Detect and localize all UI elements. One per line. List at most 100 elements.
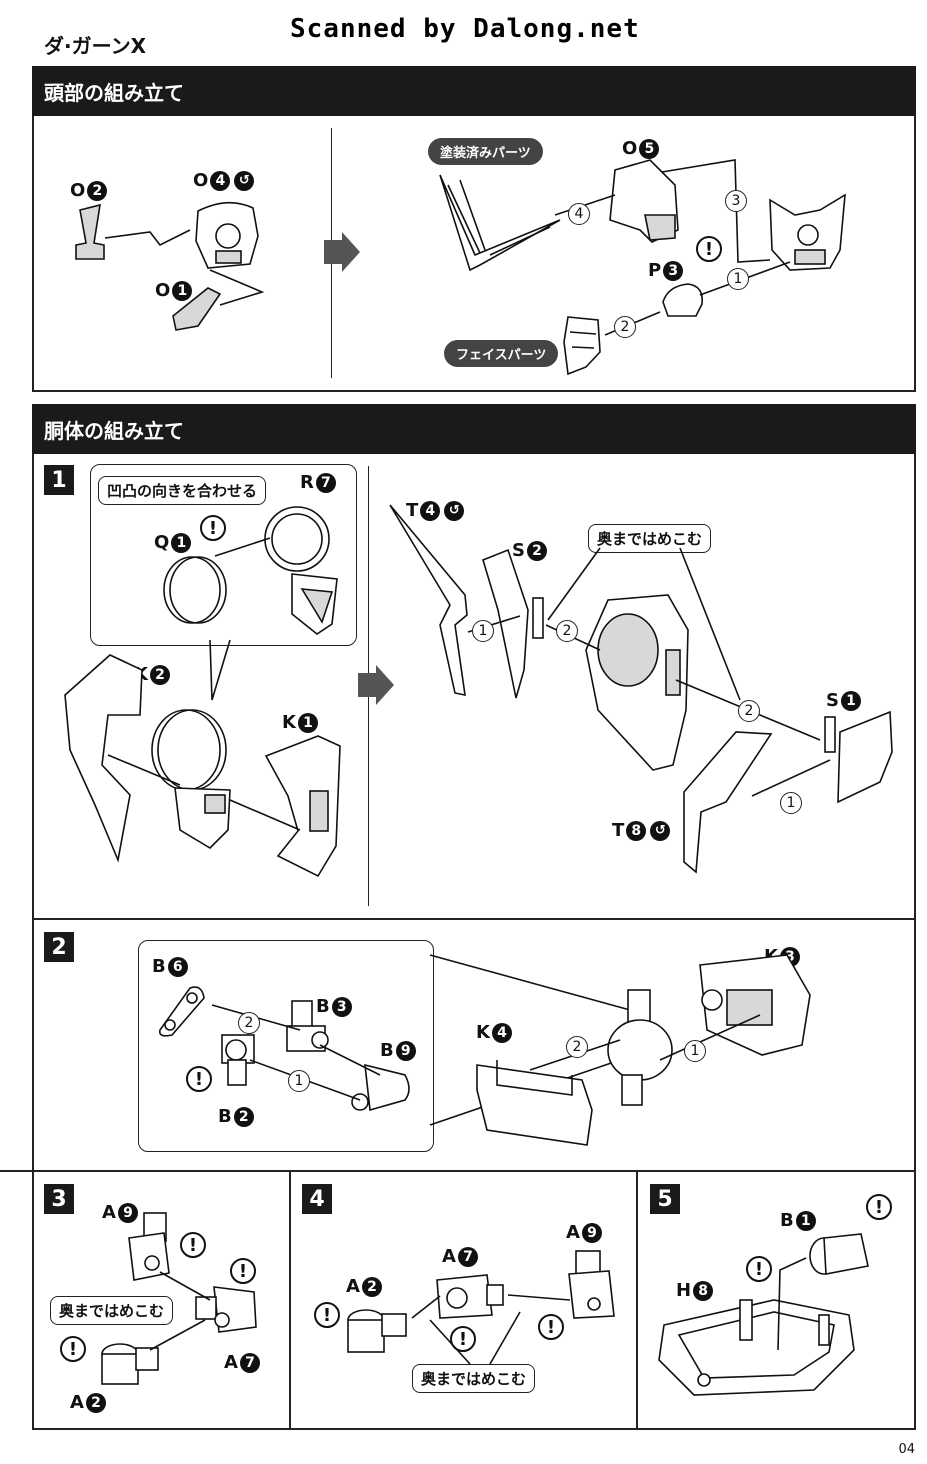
push-in-note: 奥まではめこむ [588,524,712,553]
step-marker-1: 1 [288,1070,310,1092]
step4-arrows [411,1294,571,1365]
step-marker-2: 2 [556,620,578,642]
model-name: ダ·ガーンX [44,34,147,58]
part-A9-drawing [568,1250,615,1319]
caution-icon: ! [696,236,722,262]
body-section-banner: 胴体の組み立て [32,404,916,454]
step-marker-2: 2 [566,1036,588,1058]
bottom-divider-4-5 [636,1170,638,1430]
row-divider-2 [0,1170,916,1172]
part-B3-drawing [286,1000,329,1052]
step-marker-2: 2 [738,700,760,722]
caution-icon: ! [450,1326,476,1352]
caution-icon: ! [230,1258,256,1284]
part-S1-drawing [824,710,893,804]
caution-icon: ! [186,1066,212,1092]
page-number: 04 [898,1442,915,1457]
step-5-badge: 5 [650,1184,680,1214]
part-O4-drawing [195,201,259,269]
step5-arrows [777,1257,807,1351]
step-marker-2: 2 [238,1012,260,1034]
part-T8-drawing [683,731,773,874]
painted-parts-label: 塗装済みパーツ [428,138,543,165]
caution-icon: ! [60,1336,86,1362]
step-marker-1: 1 [684,1040,706,1062]
part-B1-drawing [809,1233,869,1275]
part-K1-drawing [264,735,341,878]
step-1-badge: 1 [44,465,74,495]
step-2-badge: 2 [44,932,74,962]
callout-pointer [209,639,231,701]
head-assembled-drawing [769,193,846,271]
caution-icon: ! [200,515,226,541]
part-B2-drawing [221,1034,255,1086]
step-marker-1: 1 [727,268,749,290]
part-K4-drawing [476,1060,593,1146]
step-marker-2: 2 [614,316,636,338]
torso-assembled-drawing [585,594,689,771]
head-section-title: 頭部の組み立て [44,80,184,105]
part-A7-drawing [436,1274,504,1319]
step-marker-1: 1 [780,792,802,814]
part-O2-drawing [75,203,105,260]
paint-icon: ↺ [234,170,255,191]
step2-callout-box [138,940,434,1152]
step-marker-3: 3 [725,190,747,212]
part-R7-drawing [264,506,338,635]
next-arrow-icon [324,232,360,272]
part-B6-drawing [158,986,205,1037]
part-T4-drawing [389,504,468,697]
caution-icon: ! [866,1194,892,1220]
hip-joint-drawing [607,989,673,1106]
face-part-drawing [563,316,601,376]
part-H8-drawing [658,1299,855,1396]
part-O5-drawing [609,159,679,243]
caution-icon: ! [746,1256,772,1282]
next-arrow-icon [358,665,394,705]
part-A9-drawing [128,1212,170,1281]
paint-icon: ↺ [650,820,671,841]
part-K2-drawing [64,654,143,863]
orientation-note: 凹凸の向きを合わせる [98,476,267,505]
part-A2-drawing [101,1343,159,1385]
head-section-frame [32,66,916,392]
part-A2-drawing [347,1309,407,1353]
body-section-title: 胴体の組み立て [44,418,184,443]
part-S2-drawing [482,548,544,699]
step-marker-4: 4 [568,203,590,225]
paint-icon: ↺ [444,500,465,521]
step-3-badge: 3 [44,1184,74,1214]
face-parts-label: フェイスパーツ [444,340,559,367]
callout-box [90,464,357,646]
part-A7-drawing [195,1286,257,1333]
head-section-banner: 頭部の組み立て [32,66,916,116]
step1-left-arrows [107,537,301,831]
part-O1-drawing [172,287,222,331]
step-marker-1: 1 [472,620,494,642]
step-4-badge: 4 [302,1184,332,1214]
push-in-note: 奥まではめこむ [412,1364,536,1393]
caution-icon: ! [538,1314,564,1340]
caution-icon: ! [180,1232,206,1258]
